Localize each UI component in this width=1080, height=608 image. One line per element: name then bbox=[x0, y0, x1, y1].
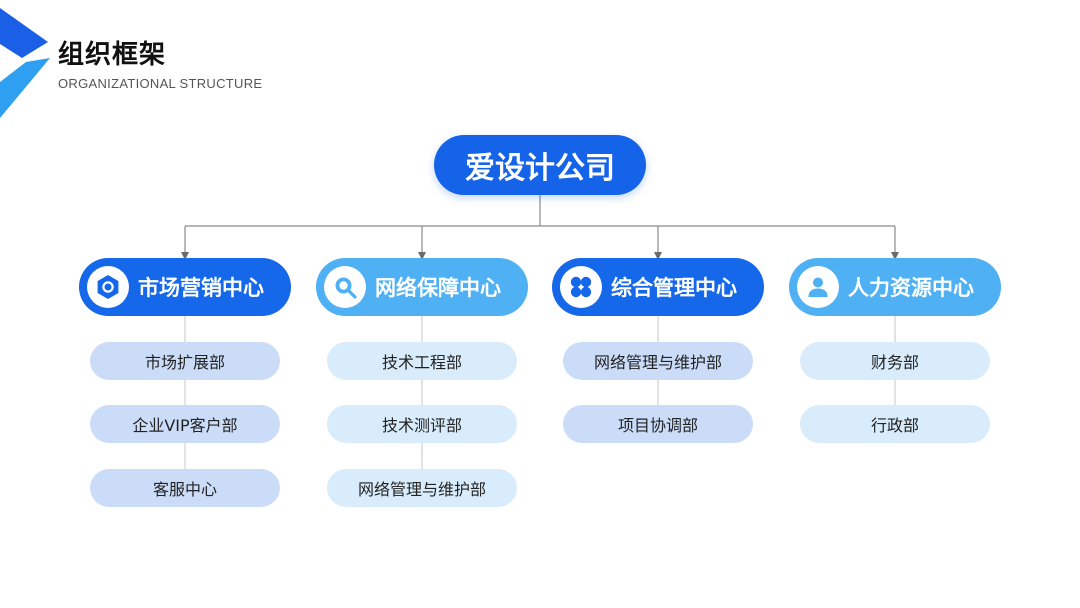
unit-node: 市场扩展部 bbox=[90, 342, 280, 380]
unit-node: 行政部 bbox=[800, 405, 990, 443]
page-title: 组织框架 bbox=[58, 40, 167, 70]
department-label: 综合管理中心 bbox=[611, 276, 737, 300]
unit-node: 财务部 bbox=[800, 342, 990, 380]
page-subtitle: ORGANIZATIONAL STRUCTURE bbox=[58, 76, 263, 91]
department-node-marketing: 市场营销中心 bbox=[79, 258, 291, 316]
unit-node: 网络管理与维护部 bbox=[563, 342, 753, 380]
hexagon-nut-icon bbox=[87, 266, 129, 308]
department-label: 人力资源中心 bbox=[848, 276, 974, 300]
department-node-network: 网络保障中心 bbox=[316, 258, 528, 316]
department-label: 市场营销中心 bbox=[138, 276, 264, 300]
unit-node: 网络管理与维护部 bbox=[327, 469, 517, 507]
unit-node: 技术测评部 bbox=[327, 405, 517, 443]
search-icon bbox=[324, 266, 366, 308]
unit-node: 企业VIP客户部 bbox=[90, 405, 280, 443]
department-node-human-resources: 人力资源中心 bbox=[789, 258, 1001, 316]
root-company-node: 爱设计公司 bbox=[434, 135, 646, 195]
unit-node: 客服中心 bbox=[90, 469, 280, 507]
unit-node: 项目协调部 bbox=[563, 405, 753, 443]
corner-chevron-decoration bbox=[0, 8, 50, 118]
four-petal-icon bbox=[560, 266, 602, 308]
user-icon bbox=[797, 266, 839, 308]
department-node-general-management: 综合管理中心 bbox=[552, 258, 764, 316]
unit-node: 技术工程部 bbox=[327, 342, 517, 380]
department-label: 网络保障中心 bbox=[375, 276, 501, 300]
